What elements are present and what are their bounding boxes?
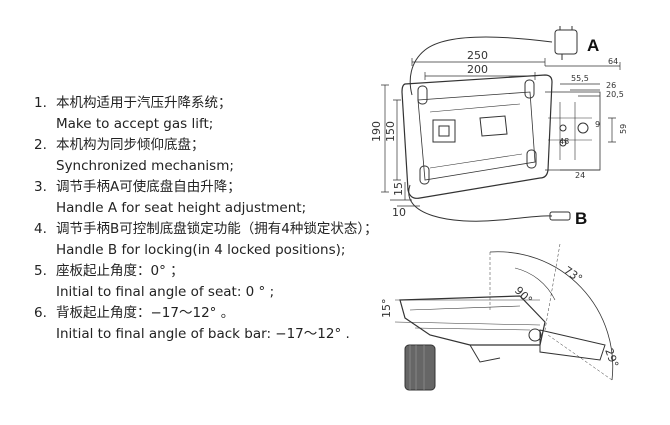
- mount-slot: [526, 149, 537, 169]
- note-zh: 座板起止角度：0° ；: [56, 263, 184, 279]
- dim-64: 64: [608, 57, 618, 66]
- dim-24: 24: [575, 171, 585, 180]
- dim-190: 190: [370, 121, 383, 142]
- note-4: 4. 调节手柄B可控制底盘锁定功能（拥有4种锁定状态）； Handle B fo…: [34, 219, 379, 261]
- note-6: 6. 背板起止角度：−17～12° 。 Initial to final ang…: [34, 303, 379, 345]
- dim-15: 15: [392, 182, 405, 196]
- angle-73: 73°: [561, 264, 584, 286]
- base-plate-outline: [401, 74, 553, 199]
- back-bar: [539, 329, 606, 361]
- angle-29: 29°: [602, 347, 621, 370]
- seat-angle-arc: [514, 267, 556, 301]
- note-zh: 本机构适用于汽压升降系统；: [56, 95, 232, 111]
- note-number: 6.: [34, 305, 47, 321]
- note-en: Initial to final angle of seat: 0 ° ;: [56, 284, 275, 300]
- angle-90: 90°: [512, 284, 535, 307]
- mount-slot: [524, 79, 535, 99]
- note-en: Make to accept gas lift;: [56, 116, 214, 132]
- note-3: 3. 调节手柄A可使底盘自由升降； Handle A for seat heig…: [34, 177, 379, 219]
- pivot-point: [528, 328, 542, 342]
- note-en: Initial to final angle of back bar: −17～…: [56, 326, 350, 342]
- handle-a: [554, 29, 578, 55]
- gas-lift: [404, 344, 436, 391]
- note-number: 2.: [34, 137, 47, 153]
- note-number: 3.: [34, 179, 47, 195]
- recline-arc: [489, 251, 614, 381]
- side-view-drawing: [394, 243, 614, 391]
- dim-150: 150: [384, 121, 397, 142]
- dim-200: 200: [467, 63, 488, 76]
- center-hub: [432, 119, 456, 143]
- dim-10: 10: [392, 206, 406, 219]
- pivot-hole: [577, 122, 589, 134]
- note-zh: 调节手柄B可控制底盘锁定功能（拥有4种锁定状态）；: [56, 221, 378, 237]
- top-view-drawing: [381, 26, 621, 222]
- note-zh: 调节手柄A可使底盘自由升降；: [56, 179, 241, 195]
- note-1: 1. 本机构适用于汽压升降系统； Make to accept gas lift…: [34, 93, 379, 135]
- note-number: 1.: [34, 95, 47, 111]
- note-en: Synchronized mechanism;: [56, 158, 234, 174]
- cable-a: [409, 36, 553, 96]
- side-bracket: [545, 91, 601, 171]
- note-number: 4.: [34, 221, 47, 237]
- note-number: 5.: [34, 263, 47, 279]
- dim-48: 48: [559, 137, 569, 146]
- dim-20-5: 20,5: [606, 90, 624, 99]
- angle-15: 15°: [380, 299, 393, 319]
- mount-slot: [419, 165, 430, 185]
- mount-slot: [417, 85, 428, 105]
- handle-b: [549, 211, 571, 221]
- note-en: Handle B for locking(in 4 locked positio…: [56, 242, 346, 258]
- dim-26: 26: [606, 81, 616, 90]
- note-zh: 背板起止角度：−17～12° 。: [56, 305, 235, 321]
- dim-55-5: 55,5: [571, 74, 589, 83]
- cable-b: [408, 184, 553, 222]
- base-plate-inner: [417, 91, 536, 181]
- note-en: Handle A for seat height adjustment;: [56, 200, 307, 216]
- handle-a-label: A: [587, 36, 599, 55]
- handle-b-label: B: [575, 209, 587, 228]
- note-5: 5. 座板起止角度：0° ； Initial to final angle of…: [34, 261, 379, 303]
- note-zh: 本机构为同步倾仰底盘；: [56, 137, 205, 153]
- dim-250: 250: [467, 49, 488, 62]
- dim-9: 9: [595, 120, 600, 129]
- dim-59: 59: [619, 124, 628, 134]
- seat-plate: [399, 295, 546, 346]
- note-2: 2. 本机构为同步倾仰底盘； Synchronized mechanism;: [34, 135, 379, 177]
- feature-notes: 1. 本机构适用于汽压升降系统； Make to accept gas lift…: [34, 93, 379, 345]
